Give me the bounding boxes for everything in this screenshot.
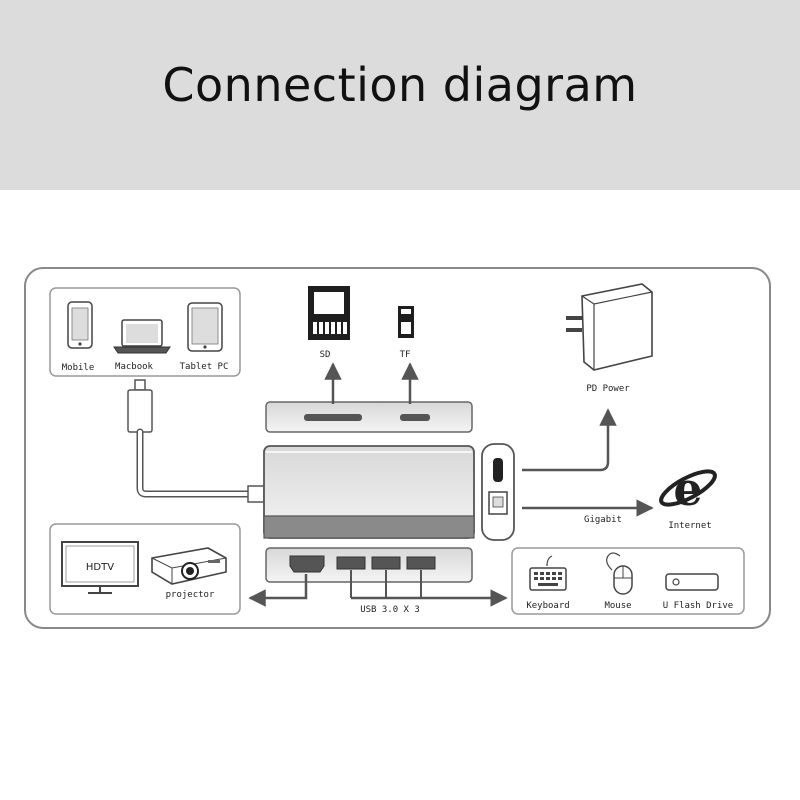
- macbook-label: Macbook: [115, 362, 154, 372]
- source-devices-group: Mobile Macbook Tablet PC: [49, 287, 241, 377]
- tf-label: TF: [400, 350, 411, 360]
- mobile-icon: [67, 301, 93, 349]
- cable-strain-relief: [247, 485, 265, 503]
- internet-label: Internet: [668, 521, 711, 531]
- hdmi-port: [289, 555, 325, 573]
- hub-side-port-panel: [481, 443, 515, 541]
- usb-port-2: [371, 556, 401, 570]
- power-arrow: [522, 408, 617, 472]
- tf-card-icon: [398, 306, 414, 338]
- tablet-label: Tablet PC: [180, 362, 229, 372]
- mouse-label: Mouse: [604, 601, 631, 611]
- usb-c-plug-tip: [134, 379, 146, 391]
- hdtv-label: HDTV: [86, 562, 114, 573]
- mouse-icon: [606, 552, 633, 595]
- sd-card-icon: [308, 286, 350, 340]
- projector-icon: [151, 547, 227, 585]
- tf-slot: [400, 414, 430, 421]
- flash-drive-label: U Flash Drive: [663, 601, 733, 611]
- internet-icon: e: [659, 462, 717, 516]
- display-devices-group: HDTV projector: [49, 523, 241, 615]
- tablet-icon: [187, 302, 223, 352]
- hdmi-arrow: [248, 574, 308, 607]
- keyboard-label: Keyboard: [526, 601, 569, 611]
- hub-body: [263, 445, 475, 539]
- mobile-label: Mobile: [62, 363, 95, 373]
- usb-devices-group: Keyboard Mouse U Flash Drive: [511, 547, 745, 615]
- flash-drive-icon: [665, 573, 719, 591]
- sd-label: SD: [320, 350, 331, 360]
- projector-label: projector: [166, 590, 215, 600]
- power-adapter-icon: [566, 283, 653, 371]
- gigabit-label: Gigabit: [584, 515, 622, 525]
- hdtv-icon: [61, 541, 139, 594]
- sd-slot: [304, 414, 362, 421]
- usb-arrow: [350, 570, 508, 607]
- card-reader-slot-panel: [265, 401, 473, 433]
- front-port-panel: [265, 547, 473, 583]
- header-banner: Connection diagram: [0, 0, 800, 190]
- pd-power-label: PD Power: [586, 384, 630, 394]
- usb-port-3: [406, 556, 436, 570]
- cable-core: [138, 430, 250, 496]
- usb-c-cable: [127, 379, 265, 503]
- usb-c-plug: [127, 389, 153, 433]
- page-title: Connection diagram: [162, 58, 638, 112]
- usb-label: USB 3.0 X 3: [360, 605, 420, 615]
- usb-port-1: [336, 556, 366, 570]
- keyboard-icon: [529, 555, 567, 591]
- pd-port: [493, 458, 503, 482]
- macbook-icon: [113, 319, 171, 354]
- svg-text:e: e: [673, 462, 702, 516]
